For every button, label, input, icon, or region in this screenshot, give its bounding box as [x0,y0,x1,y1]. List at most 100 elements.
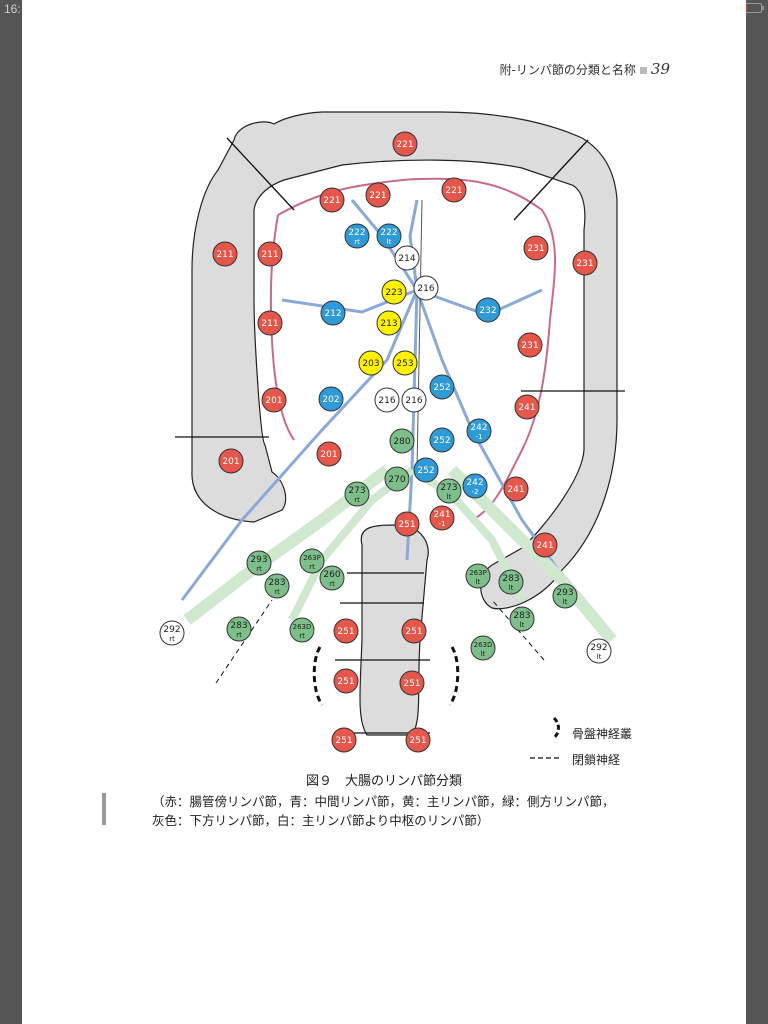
lymph-node-side: rt [354,496,360,504]
lymph-node: 251 [401,618,427,644]
lymph-node-number: 211 [216,250,233,260]
lymph-node-number: 283 [502,574,519,584]
pelvic-plexus-marks [312,646,460,706]
lymph-node-circle [429,374,455,400]
lymph-node: 241 [514,394,540,420]
lymph-node-number: 253 [396,359,413,369]
lymph-node-number: 216 [405,396,422,406]
lymph-node-circle [374,387,400,413]
lymph-node-number: 241 [507,485,524,495]
legend-obturator-nerve: 閉鎖神経 [572,753,621,767]
lymph-node-number: 222 [348,228,365,238]
lymph-node: 252 [429,427,455,453]
lymph-node-number: 283 [230,621,247,631]
lymph-node-number: 201 [222,457,239,467]
lymph-node-number: 202 [322,395,339,405]
lymph-node-number: 211 [261,319,278,329]
lymph-node: 216 [374,387,400,413]
lymph-node-circle [401,618,427,644]
lymph-node: 203 [358,350,384,376]
lymph-node-circle [246,550,272,576]
lymph-node-number: 251 [398,520,415,530]
lymph-node-number: 203 [362,359,379,369]
lymph-node-number: 251 [409,736,426,746]
lymph-node-number: 242 [466,478,483,488]
lymph-node-side: lt [597,653,602,661]
lymph-node-circle [572,250,598,276]
lymph-node: 216 [401,387,427,413]
colon-anatomy [175,111,625,736]
lymph-node-number: 252 [417,466,434,476]
lymph-node-circle [299,548,325,574]
lymph-node: 251 [331,727,357,753]
lymph-node-number: 263D [474,641,493,649]
lymph-node-circle [394,511,420,537]
lymph-node-number: 231 [576,259,593,269]
lymph-node-number: 231 [527,244,544,254]
lymph-node-circle [470,635,496,661]
lymph-node-number: 241 [536,541,553,551]
lymph-node-number: 212 [324,309,341,319]
lymph-node-side: lt [481,650,486,658]
lymph-node: 251 [333,618,359,644]
lymph-node: 221 [441,177,467,203]
lymph-node-number: 216 [417,284,434,294]
lymph-node-circle [509,606,535,632]
lymph-node-number: 242 [470,423,487,433]
lymph-node-number: 223 [385,288,402,298]
lymph-node-circle [392,350,418,376]
lymph-node-circle [466,418,492,444]
lymph-node-number: 252 [433,436,450,446]
lymph-node-circle [316,441,342,467]
lymph-node-circle [319,187,345,213]
lymph-node-side: lt [520,621,525,629]
lymph-node-side: rt [329,580,335,588]
lymph-node: 231 [517,332,543,358]
lymph-node-number: 293 [556,588,573,598]
lymph-node-number: 260 [323,570,340,580]
lymph-node-number: 251 [335,736,352,746]
lymph-node-side: lt [476,578,481,586]
lymph-node-circle [358,350,384,376]
lymph-node-number: 213 [380,319,397,329]
lymph-node: 232 [475,297,501,323]
lymph-node-number: 214 [398,254,415,264]
lymph-node: 280 [389,428,415,454]
lymph-node-side: rt [169,635,175,643]
lymph-node-side: lt [563,598,568,606]
lymph-node-circle [389,428,415,454]
lymph-node-side: lt [387,238,392,246]
lymph-node-side: rt [354,238,360,246]
lymph-node: 223 [381,279,407,305]
lymph-node: 241 [532,532,558,558]
lymph-node-number: 241 [518,403,535,413]
lymph-node-number: 263D [293,623,312,631]
lymph-node-number: 270 [388,475,405,485]
aorta-line [416,199,423,471]
lymph-node-number: 201 [320,450,337,460]
lymph-node-number: 292 [163,625,180,635]
lymph-node: 211 [257,241,283,267]
lymph-node-circle [257,310,283,336]
lymph-node: 251 [394,511,420,537]
lymph-node-circle [392,131,418,157]
lymph-node-number: 252 [433,383,450,393]
lymph-node-number: 273 [348,486,365,496]
lymph-node-number: 201 [265,396,282,406]
lymph-node: 231 [572,250,598,276]
division-lines [175,137,625,734]
lymph-node-side: lt [509,584,514,592]
lymph-node-circle [212,241,238,267]
lymph-node-circle [552,583,578,609]
lymph-node-circle [462,473,488,499]
legend-pelvic-plexus: 骨盤神経叢 [572,727,633,741]
